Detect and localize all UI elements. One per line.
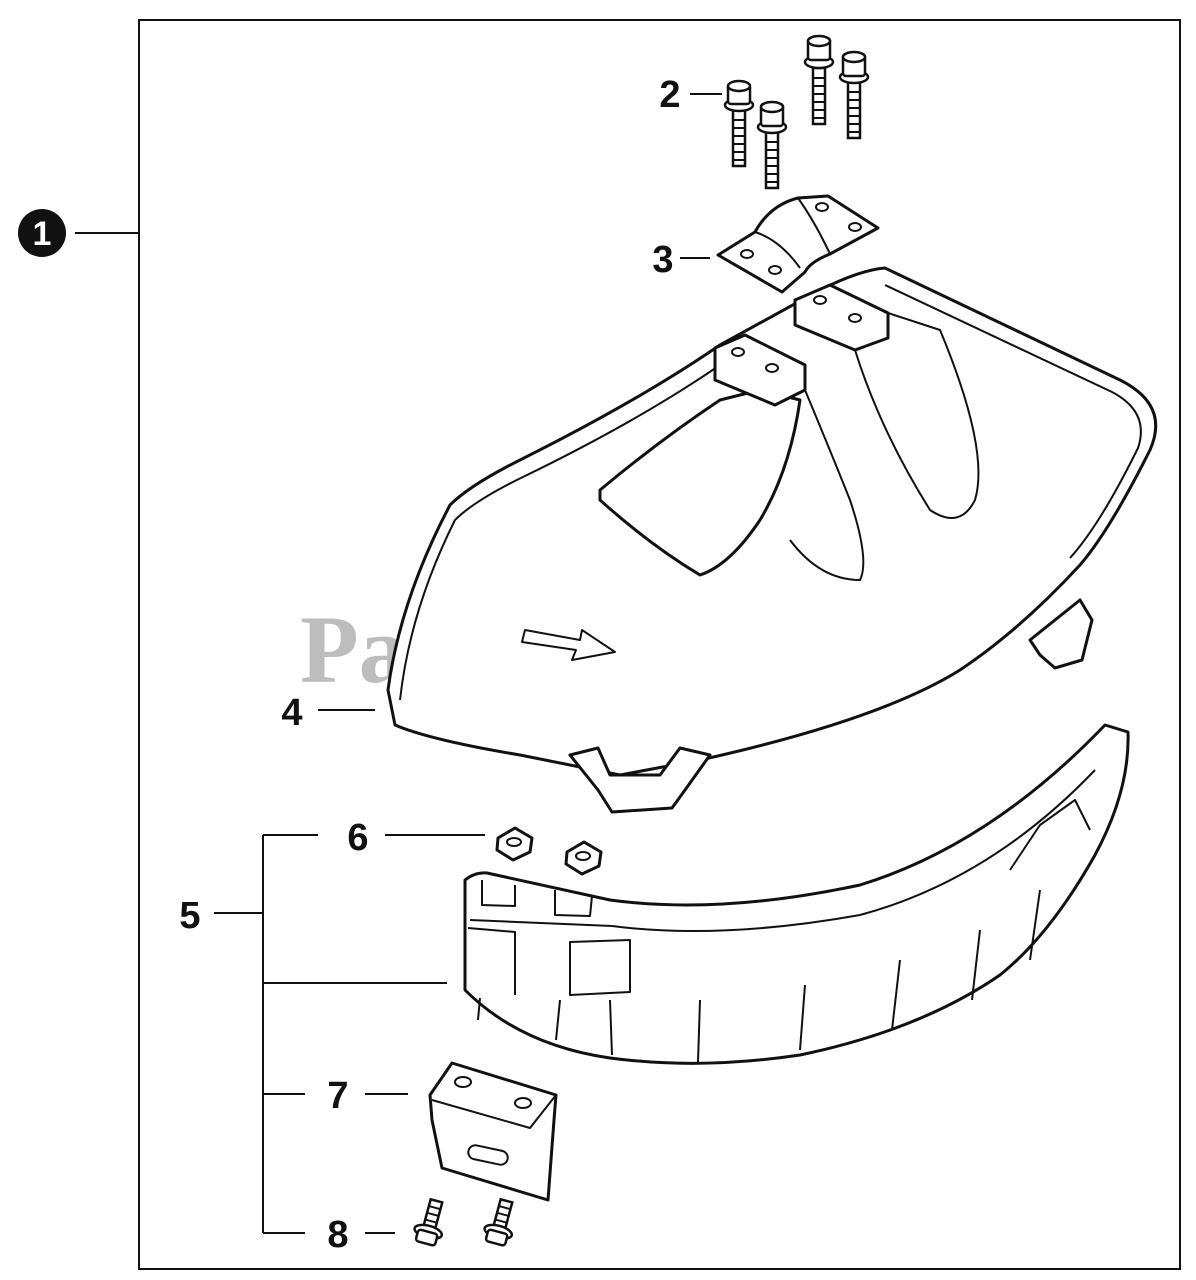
mounting-plate xyxy=(428,1061,558,1202)
callout-4[interactable]: 4 xyxy=(281,692,375,734)
square-nuts xyxy=(495,826,603,876)
clamp-bracket xyxy=(716,194,880,294)
callout-1[interactable]: 1 xyxy=(18,209,139,257)
callout-3[interactable]: 3 xyxy=(652,239,710,281)
svg-text:7: 7 xyxy=(327,1075,348,1117)
svg-text:3: 3 xyxy=(652,239,673,281)
callout-5[interactable]: 5 xyxy=(179,895,263,937)
svg-text:6: 6 xyxy=(347,817,368,859)
cap-screws xyxy=(723,34,870,190)
cutter-shield xyxy=(463,723,1130,1065)
assembly-frame xyxy=(138,19,1181,1270)
callout-8[interactable]: 8 xyxy=(327,1214,395,1256)
svg-text:4: 4 xyxy=(281,692,302,734)
svg-text:5: 5 xyxy=(179,895,200,937)
callout-7[interactable]: 7 xyxy=(327,1075,408,1117)
small-screws xyxy=(413,1197,514,1247)
group-bracket xyxy=(262,834,447,1234)
callout-2[interactable]: 2 xyxy=(659,74,722,116)
svg-text:8: 8 xyxy=(327,1214,348,1256)
callout-6[interactable]: 6 xyxy=(347,817,485,859)
svg-text:1: 1 xyxy=(33,215,52,253)
svg-text:2: 2 xyxy=(659,74,680,116)
debris-guard xyxy=(386,266,1158,814)
